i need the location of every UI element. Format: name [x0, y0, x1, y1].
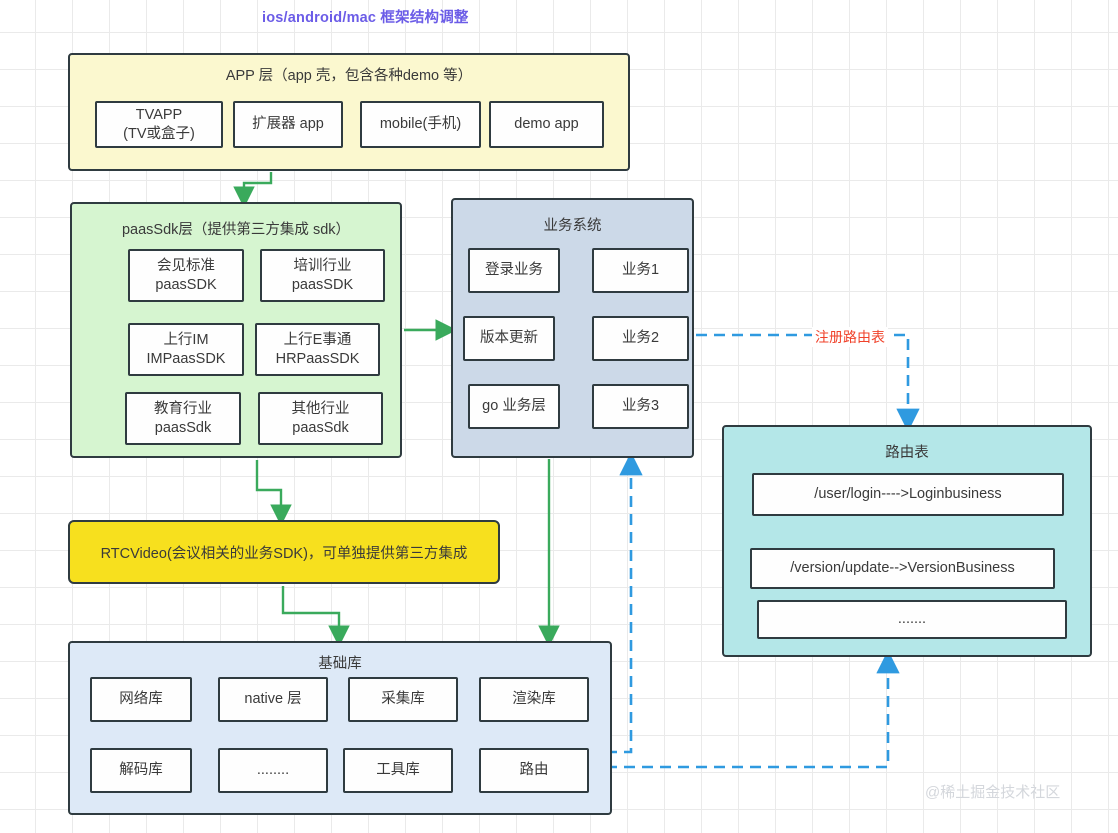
group-base-title: 基础库: [318, 656, 362, 672]
cell-render-lib[interactable]: 渲染库: [479, 677, 589, 722]
rtcvideo-label: RTCVideo(会议相关的业务SDK)，可单独提供第三方集成: [100, 545, 468, 562]
cell-extender-app[interactable]: 扩展器 app: [233, 101, 343, 148]
route-entry-user-login[interactable]: /user/login---->Loginbusiness: [752, 473, 1064, 516]
cell-native-layer[interactable]: native 层: [218, 677, 328, 722]
cell-ellipsis-lib[interactable]: ........: [218, 748, 328, 793]
watermark: @稀土掘金技术社区: [925, 784, 1061, 801]
cell-network-lib[interactable]: 网络库: [90, 677, 192, 722]
cell-mobile-app[interactable]: mobile(手机): [360, 101, 481, 148]
cell-decode-lib[interactable]: 解码库: [90, 748, 192, 793]
cell-other-industry-paassdk[interactable]: 其他行业 paasSdk: [258, 392, 383, 445]
cell-training-paassdk[interactable]: 培训行业 paasSDK: [260, 249, 385, 302]
cell-hr-paassdk[interactable]: 上行E事通 HRPaasSDK: [255, 323, 380, 376]
cell-login-business[interactable]: 登录业务: [468, 248, 560, 293]
cell-business-3[interactable]: 业务3: [592, 384, 689, 429]
group-business-title: 业务系统: [543, 218, 602, 234]
cell-business-1[interactable]: 业务1: [592, 248, 689, 293]
cell-version-update[interactable]: 版本更新: [463, 316, 555, 361]
group-paas-title: paasSdk层（提供第三方集成 sdk）: [121, 222, 351, 238]
cell-meeting-standard-paassdk[interactable]: 会见标准 paasSDK: [128, 249, 244, 302]
cell-business-2[interactable]: 业务2: [592, 316, 689, 361]
page-title: ios/android/mac 框架结构调整: [262, 10, 469, 26]
cell-education-paassdk[interactable]: 教育行业 paasSdk: [125, 392, 241, 445]
cell-demo-app[interactable]: demo app: [489, 101, 604, 148]
group-business-system: 业务系统 登录业务 业务1 版本更新 业务2 go 业务层 业务3: [451, 198, 694, 458]
group-route-title: 路由表: [885, 445, 929, 461]
group-rtcvideo[interactable]: RTCVideo(会议相关的业务SDK)，可单独提供第三方集成: [68, 520, 500, 584]
cell-router[interactable]: 路由: [479, 748, 589, 793]
cell-go-business-layer[interactable]: go 业务层: [468, 384, 560, 429]
cell-im-paassdk[interactable]: 上行IM IMPaasSDK: [128, 323, 244, 376]
group-route-table: 路由表 /user/login---->Loginbusiness /versi…: [722, 425, 1092, 657]
group-app-layer: APP 层（app 壳，包含各种demo 等） TVAPP (TV或盒子) 扩展…: [68, 53, 630, 171]
register-route-table-label: 注册路由表: [812, 327, 888, 347]
group-app-title: APP 层（app 壳，包含各种demo 等）: [225, 68, 473, 84]
cell-capture-lib[interactable]: 采集库: [348, 677, 458, 722]
group-base-library: 基础库 网络库 native 层 采集库 渲染库 解码库 ........ 工具…: [68, 641, 612, 815]
cell-tools-lib[interactable]: 工具库: [343, 748, 453, 793]
group-paas-layer: paasSdk层（提供第三方集成 sdk） 会见标准 paasSDK 培训行业 …: [70, 202, 402, 458]
route-entry-ellipsis[interactable]: .......: [757, 600, 1067, 639]
route-entry-version-update[interactable]: /version/update-->VersionBusiness: [750, 548, 1055, 589]
cell-tvapp[interactable]: TVAPP (TV或盒子): [95, 101, 223, 148]
